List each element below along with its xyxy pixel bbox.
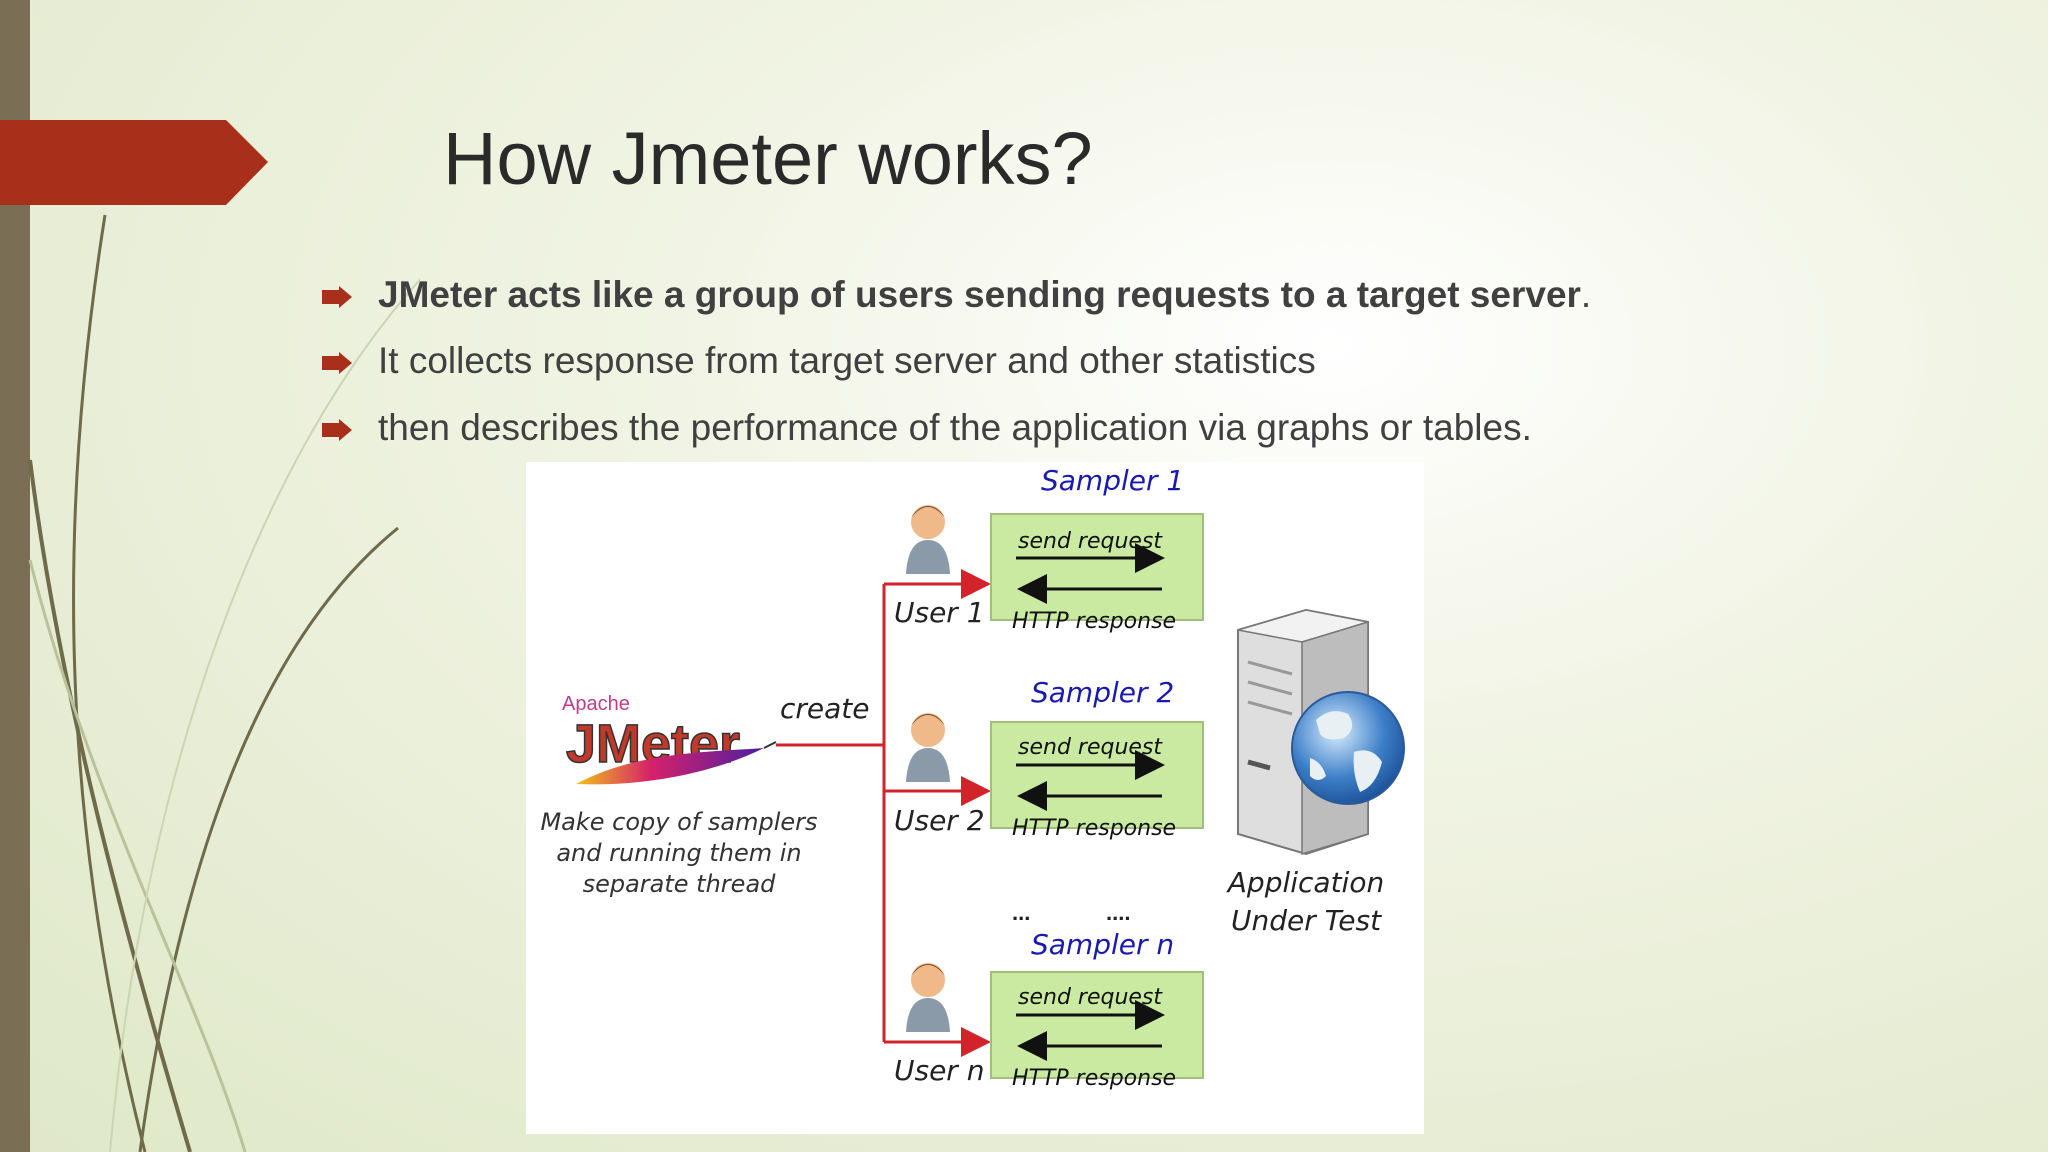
bullet-text-2: It collects response from target server … <box>378 340 1316 381</box>
caption-line-3: separate thread <box>583 870 777 898</box>
globe-icon <box>1291 691 1405 805</box>
caption-line-1: Make copy of samplers <box>540 808 817 836</box>
sampler-1-response-label: HTTP response <box>1012 609 1176 634</box>
arrow-bullet-icon <box>322 419 352 441</box>
user-1-avatar-icon <box>906 505 950 574</box>
user-2-avatar-icon <box>906 713 950 782</box>
decorative-curves <box>28 214 420 1152</box>
feather-icon <box>576 748 764 785</box>
create-label: create <box>780 692 870 725</box>
sampler-2-send-label: send request <box>1018 735 1163 760</box>
sampler-1-title: Sampler 1 <box>1041 464 1184 497</box>
logo-apache-text: Apache <box>562 693 630 715</box>
bullet-suffix-1: . <box>1580 274 1592 315</box>
user-n-label: User n <box>894 1054 984 1087</box>
sampler-1-box <box>990 513 1204 621</box>
ellipsis-right: .... <box>1106 900 1130 925</box>
server-label-line-2: Under Test <box>1231 904 1382 937</box>
ellipsis-left: ... <box>1012 900 1030 925</box>
user-2-label: User 2 <box>894 804 985 837</box>
sampler-n-title: Sampler n <box>1031 928 1174 961</box>
sampler-1-send-label: send request <box>1018 529 1163 554</box>
slide-title: How Jmeter works? <box>443 117 1093 200</box>
jmeter-logo: Apache JMeter <box>562 693 777 785</box>
bullet-text-1: JMeter acts like a group of users sendin… <box>378 274 1581 315</box>
title-accent-arrow <box>0 120 268 205</box>
sampler-n-send-label: send request <box>1018 985 1163 1010</box>
user-1-label: User 1 <box>894 596 985 629</box>
server-label-line-1: Application <box>1226 866 1384 899</box>
arrow-bullet-icon <box>322 286 352 308</box>
sampler-2-title: Sampler 2 <box>1031 676 1174 709</box>
caption-line-2: and running them in <box>556 839 801 867</box>
connector-lines <box>776 569 991 1057</box>
sampler-n-response-label: HTTP response <box>1012 1066 1176 1091</box>
bullet-text-3: then describes the performance of the ap… <box>378 407 1532 448</box>
user-n-avatar-icon <box>906 963 950 1032</box>
sampler-2-response-label: HTTP response <box>1012 816 1176 841</box>
sampler-2-box <box>990 721 1204 829</box>
arrow-bullet-icon <box>322 352 352 374</box>
jmeter-diagram: Apache JMeter Make copy of samplers and … <box>526 462 1424 1134</box>
